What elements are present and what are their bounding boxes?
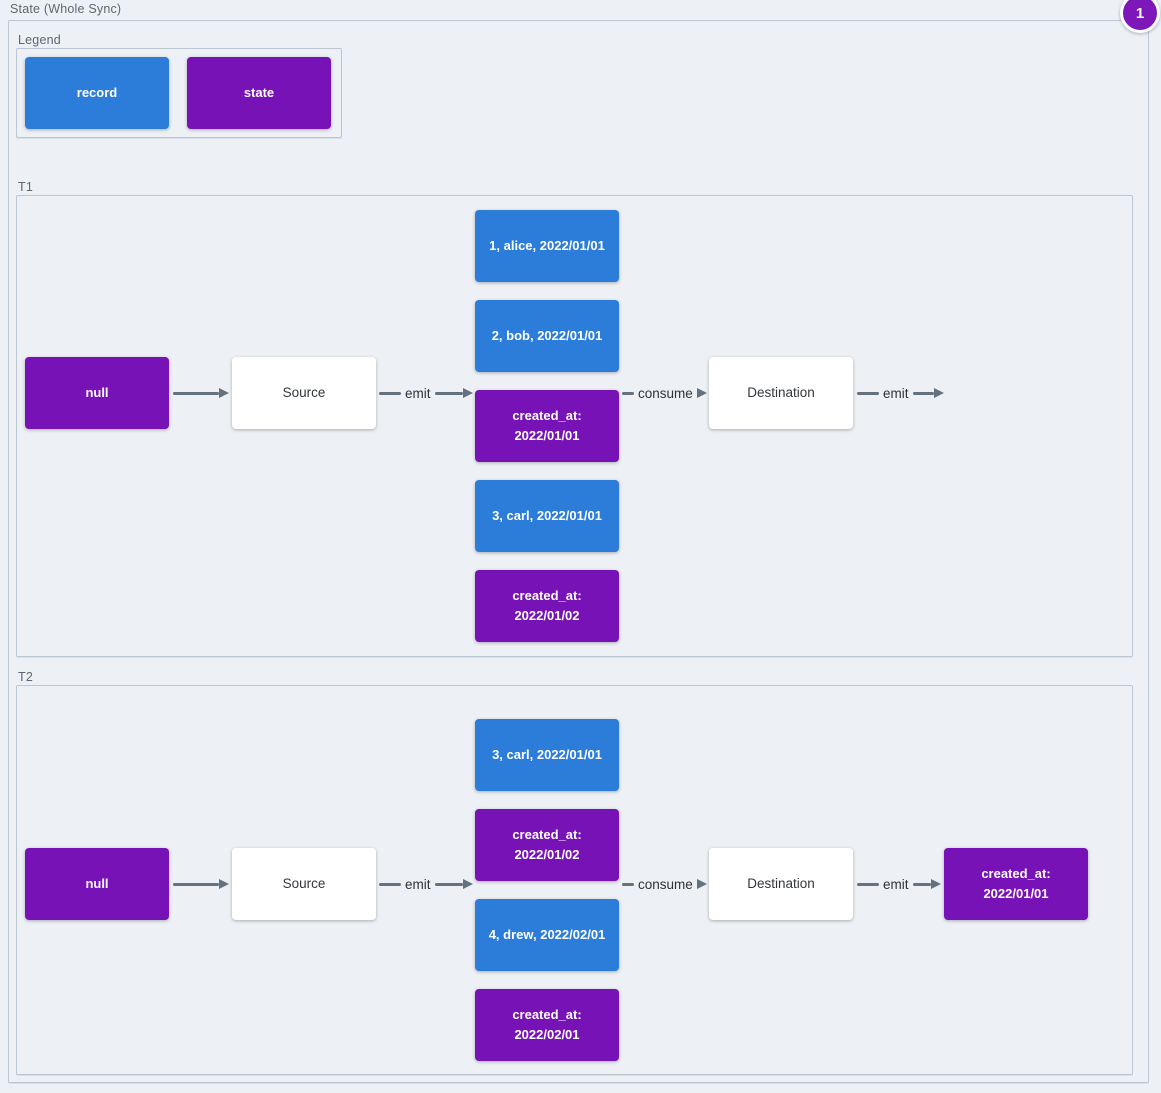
arrow-line [622,882,634,886]
t1-null-state-node: null [25,357,169,429]
legend-label: Legend [18,33,61,47]
arrow-line [857,391,879,395]
t1-label: T1 [18,180,33,194]
t2-record-carl: 3, carl, 2022/01/01 [475,719,619,791]
arrow-line [173,391,219,395]
arrow-label: consume [638,876,693,892]
t1-source-node: Source [232,357,376,429]
t1-state-created-at-2: created_at: 2022/01/02 [475,570,619,642]
arrow-line [379,882,401,886]
t2-arrow-null-to-source [173,876,229,892]
t2-frame [16,685,1133,1075]
arrow-label: emit [405,876,431,892]
arrow-line [434,391,463,395]
arrow-head-icon [931,879,941,889]
arrow-head-icon [697,388,707,398]
t2-record-drew: 4, drew, 2022/02/01 [475,899,619,971]
arrow-head-icon [697,879,707,889]
t1-record-bob: 2, bob, 2022/01/01 [475,300,619,372]
t1-state-created-at-1: created_at: 2022/01/01 [475,390,619,462]
t2-source-node: Source [232,848,376,920]
arrow-line [622,391,634,395]
t1-record-carl: 3, carl, 2022/01/01 [475,480,619,552]
diagram-title: State (Whole Sync) [10,2,122,16]
t1-record-alice: 1, alice, 2022/01/01 [475,210,619,282]
t1-frame [16,195,1133,657]
arrow-head-icon [219,388,229,398]
arrow-label: emit [883,876,909,892]
arrow-head-icon [463,388,473,398]
t2-emit-arrow: emit [379,876,473,892]
arrow-line [173,882,219,886]
arrow-label: consume [638,385,693,401]
t2-emit-out-arrow: emit [857,876,941,892]
t2-null-state-node: null [25,848,169,920]
t2-state-created-at-1: created_at: 2022/01/02 [475,809,619,881]
t1-emit-arrow: emit [379,385,473,401]
arrow-head-icon [219,879,229,889]
arrow-label: emit [883,385,909,401]
arrow-line [857,882,879,886]
t1-arrow-null-to-source [173,385,229,401]
legend-state-swatch: state [187,57,331,129]
t2-destination-node: Destination [709,848,853,920]
t2-state-created-at-2: created_at: 2022/02/01 [475,989,619,1061]
arrow-line [912,882,931,886]
t1-emit-out-arrow: emit [857,385,944,401]
arrow-head-icon [934,388,944,398]
legend-frame [16,48,342,138]
t2-emitted-state-node: created_at: 2022/01/01 [944,848,1088,920]
arrow-line [912,391,934,395]
arrow-line [434,882,463,886]
arrow-label: emit [405,385,431,401]
outer-frame [8,20,1149,1083]
annotation-badge-label: 1 [1135,4,1145,22]
legend-record-swatch: record [25,57,169,129]
t2-label: T2 [18,670,33,684]
arrow-head-icon [463,879,473,889]
annotation-badge-1: 1 [1120,0,1160,33]
t1-consume-arrow: consume [622,385,707,401]
t2-consume-arrow: consume [622,876,707,892]
arrow-line [379,391,401,395]
t1-destination-node: Destination [709,357,853,429]
